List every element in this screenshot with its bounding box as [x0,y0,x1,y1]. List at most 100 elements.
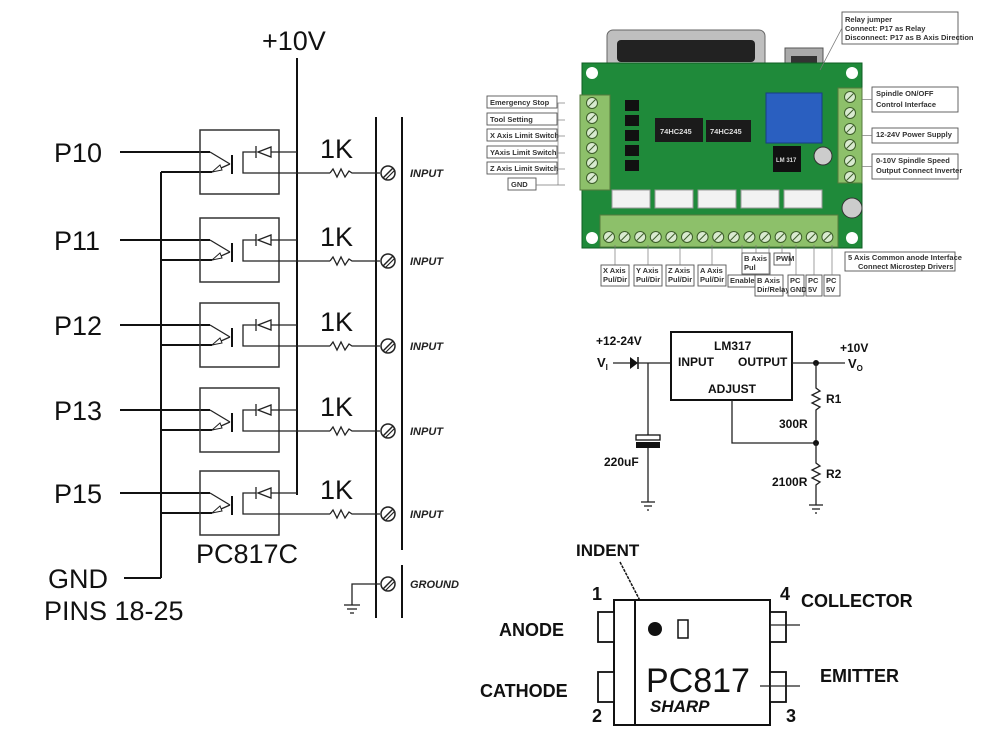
input-terminal-label: INPUT [410,509,444,521]
resistor-icon [329,508,380,520]
svg-text:B Axis: B Axis [757,276,780,285]
svg-text:Relay jumper: Relay jumper [845,15,892,24]
right-terminal-label: Spindle ON/OFF Control Interface [862,86,959,113]
svg-text:Spindle ON/OFF: Spindle ON/OFF [876,89,934,98]
resistor-r1-icon [810,363,822,443]
capacitor [813,146,833,166]
r1-name: R1 [826,392,842,406]
svg-text:Y Axis: Y Axis [636,266,659,275]
svg-text:5V: 5V [808,285,817,294]
r1-value: 300R [779,417,808,431]
svg-text:PC: PC [826,276,837,285]
header-connector [740,189,780,209]
chip-body [613,599,771,726]
input-terminal-label: INPUT [410,426,444,438]
output-pin-label: OUTPUT [738,355,788,369]
svg-text:0-10V Spindle Speed: 0-10V Spindle Speed [876,156,950,165]
svg-text:Disconnect: P17 as B Axis Dire: Disconnect: P17 as B Axis Direction [845,33,974,42]
svg-text:GND: GND [511,180,528,189]
svg-text:Pul/Dir: Pul/Dir [603,275,627,284]
board-optocoupler [625,145,639,156]
left-terminal-label: GND [507,177,565,191]
r2-name: R2 [826,467,842,481]
optocoupler-label: PC817C [196,539,298,569]
svg-text:PC: PC [808,276,819,285]
lm317-label: LM317 [714,339,752,353]
regulator-circuit: +12-24V VI 220uF LM317 INPUT OUTPUT ADJU… [596,331,868,514]
output-voltage-label: +10V [840,341,868,355]
optocoupler-icon [199,217,280,283]
header-connector [783,189,823,209]
ground-terminal-label: GROUND [410,579,459,591]
common-anode-note: 5 Axis Common anode Interface Connect Mi… [844,251,962,272]
r2-value: 2100R [772,475,808,489]
adjust-pin-label: ADJUST [708,382,757,396]
ground-terminal: GROUND [344,576,459,614]
svg-text:74HC245: 74HC245 [660,127,692,136]
resistor-icon [329,167,380,179]
left-terminal-label: Tool Setting [486,112,565,126]
svg-text:Pul/Dir: Pul/Dir [668,275,692,284]
breakout-board: 74HC245 74HC245 LM 317 [579,29,863,249]
svg-text:A Axis: A Axis [700,266,723,275]
pin-2-number: 2 [592,706,602,726]
input-terminal-label: INPUT [410,256,444,268]
svg-text:PC: PC [790,276,801,285]
svg-text:Dir/Relay: Dir/Relay [757,285,790,294]
svg-text:74HC245: 74HC245 [710,127,742,136]
left-terminal-label: Z Axis Limit Switch [486,161,565,175]
svg-text:X Axis Limit Switch: X Axis Limit Switch [490,131,559,140]
board-optocoupler [625,130,639,141]
pin-3-number: 3 [786,706,796,726]
svg-text:X Axis: X Axis [603,266,626,275]
board-optocoupler [625,160,639,171]
board-optocoupler [625,100,639,111]
optocoupler-icon [199,470,280,536]
svg-text:Pul/Dir: Pul/Dir [636,275,660,284]
capacitor-value: 220uF [604,455,639,469]
chip-label: PC817 [646,662,750,700]
right-terminal-label: 12-24V Power Supply [862,127,959,144]
resistor-icon [329,255,380,267]
brand-label: SHARP [650,697,710,716]
svg-text:Connect Microstep Drivers: Connect Microstep Drivers [858,262,953,271]
bottom-terminal-label: PWM [773,245,794,266]
svg-text:LM 317: LM 317 [776,158,797,164]
svg-text:Emergency Stop: Emergency Stop [490,98,550,107]
chip-74hc245-b [706,120,751,142]
relay [765,92,823,144]
resistor-value: 1K [320,134,353,164]
resistor-value: 1K [320,392,353,422]
svg-text:Control Interface: Control Interface [876,100,936,109]
input-voltage-label: +12-24V [596,334,642,348]
svg-text:Tool Setting: Tool Setting [490,115,533,124]
resistor-value: 1K [320,307,353,337]
parallel-pin-label: P15 [54,479,102,509]
svg-text:Output Connect Inverter: Output Connect Inverter [876,166,962,175]
capacitor [841,197,863,219]
relay-note: Relay jumper Connect: P17 as Relay Disco… [819,11,974,71]
chip-lm317 [773,146,801,172]
lm317-block [670,331,793,401]
supply-label: +10V [262,26,326,56]
parallel-pin-label: P10 [54,138,102,168]
input-terminal-label: INPUT [410,341,444,353]
svg-text:5V: 5V [826,285,835,294]
diode-icon [630,357,638,369]
resistor-icon [329,425,380,437]
pc817-pinout: INDENT 1 ANODE 2 CATHODE 3 EMITTER 4 COL… [480,541,913,726]
